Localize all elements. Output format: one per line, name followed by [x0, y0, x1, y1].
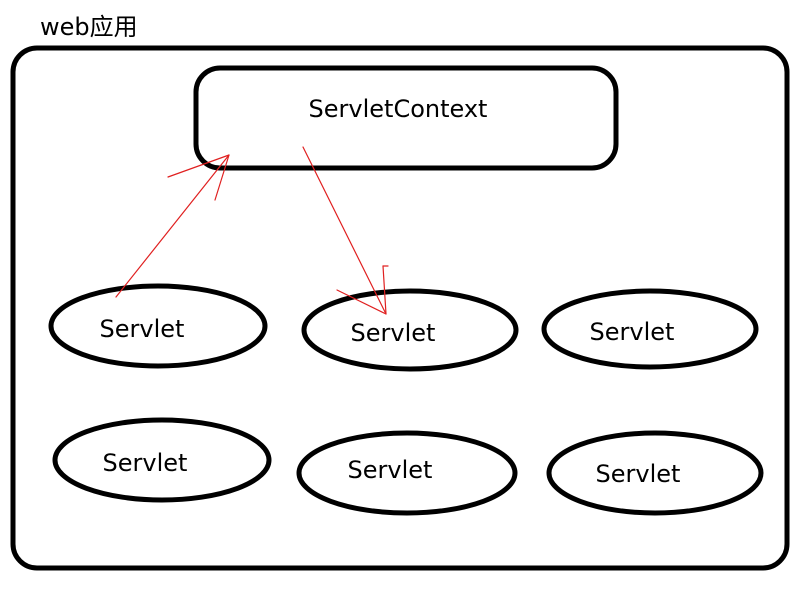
- servlet-node: Servlet: [48, 283, 268, 369]
- servlet-ellipse: [541, 288, 759, 370]
- servlet-ellipse: [546, 430, 764, 516]
- servlet-ellipse: [52, 417, 272, 503]
- servlet-context-box: [193, 65, 619, 171]
- servlet-context-node: ServletContext: [193, 65, 619, 171]
- servlet-label: Servlet: [596, 460, 681, 488]
- web-app-container: [10, 45, 790, 571]
- servlet-node: Servlet: [296, 430, 518, 516]
- servlet-label: Servlet: [100, 315, 185, 343]
- arrow-servlet-to-context: [115, 154, 230, 298]
- arrow-head: [167, 154, 230, 201]
- arrow-context-to-servlet: [302, 146, 389, 315]
- servlet-node: Servlet: [546, 430, 764, 516]
- servlet-label: Servlet: [103, 449, 188, 477]
- arrow-shaft: [302, 146, 387, 315]
- servlet-ellipse: [296, 430, 518, 516]
- servlet-label: Servlet: [351, 319, 436, 347]
- servlet-node: Servlet: [541, 288, 759, 370]
- servlet-label: Servlet: [590, 318, 675, 346]
- servlet-node: Servlet: [301, 288, 519, 372]
- diagram-title: web应用: [40, 13, 138, 41]
- arrow-head: [336, 265, 387, 315]
- servlet-ellipse: [301, 288, 519, 372]
- servlet-ellipse: [48, 283, 268, 369]
- servlet-label: Servlet: [348, 456, 433, 484]
- servlet-context-label: ServletContext: [309, 95, 488, 123]
- arrow-shaft: [115, 154, 230, 298]
- servlet-node: Servlet: [52, 417, 272, 503]
